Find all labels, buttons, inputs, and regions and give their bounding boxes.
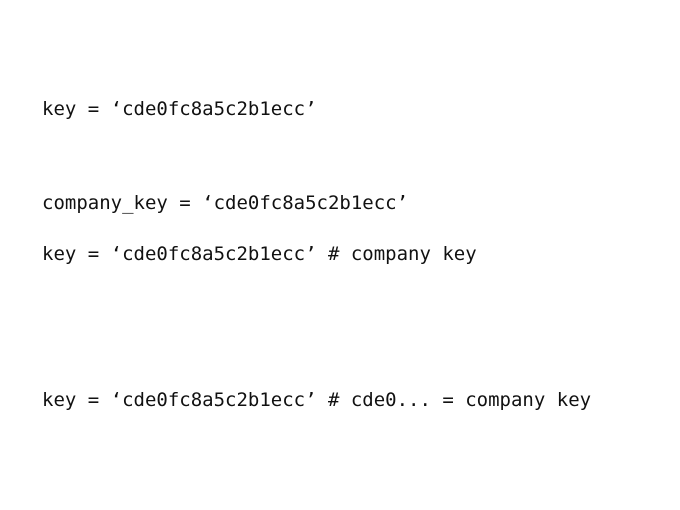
code-line-with-comment: key = ‘cde0fc8a5c2b1ecc’ # company key — [42, 243, 477, 265]
code-line-descriptive-name: company_key = ‘cde0fc8a5c2b1ecc’ — [42, 192, 409, 214]
code-line-with-detailed-comment: key = ‘cde0fc8a5c2b1ecc’ # cde0... = com… — [42, 389, 592, 411]
code-line-plain-key: key = ‘cde0fc8a5c2b1ecc’ — [42, 98, 317, 120]
